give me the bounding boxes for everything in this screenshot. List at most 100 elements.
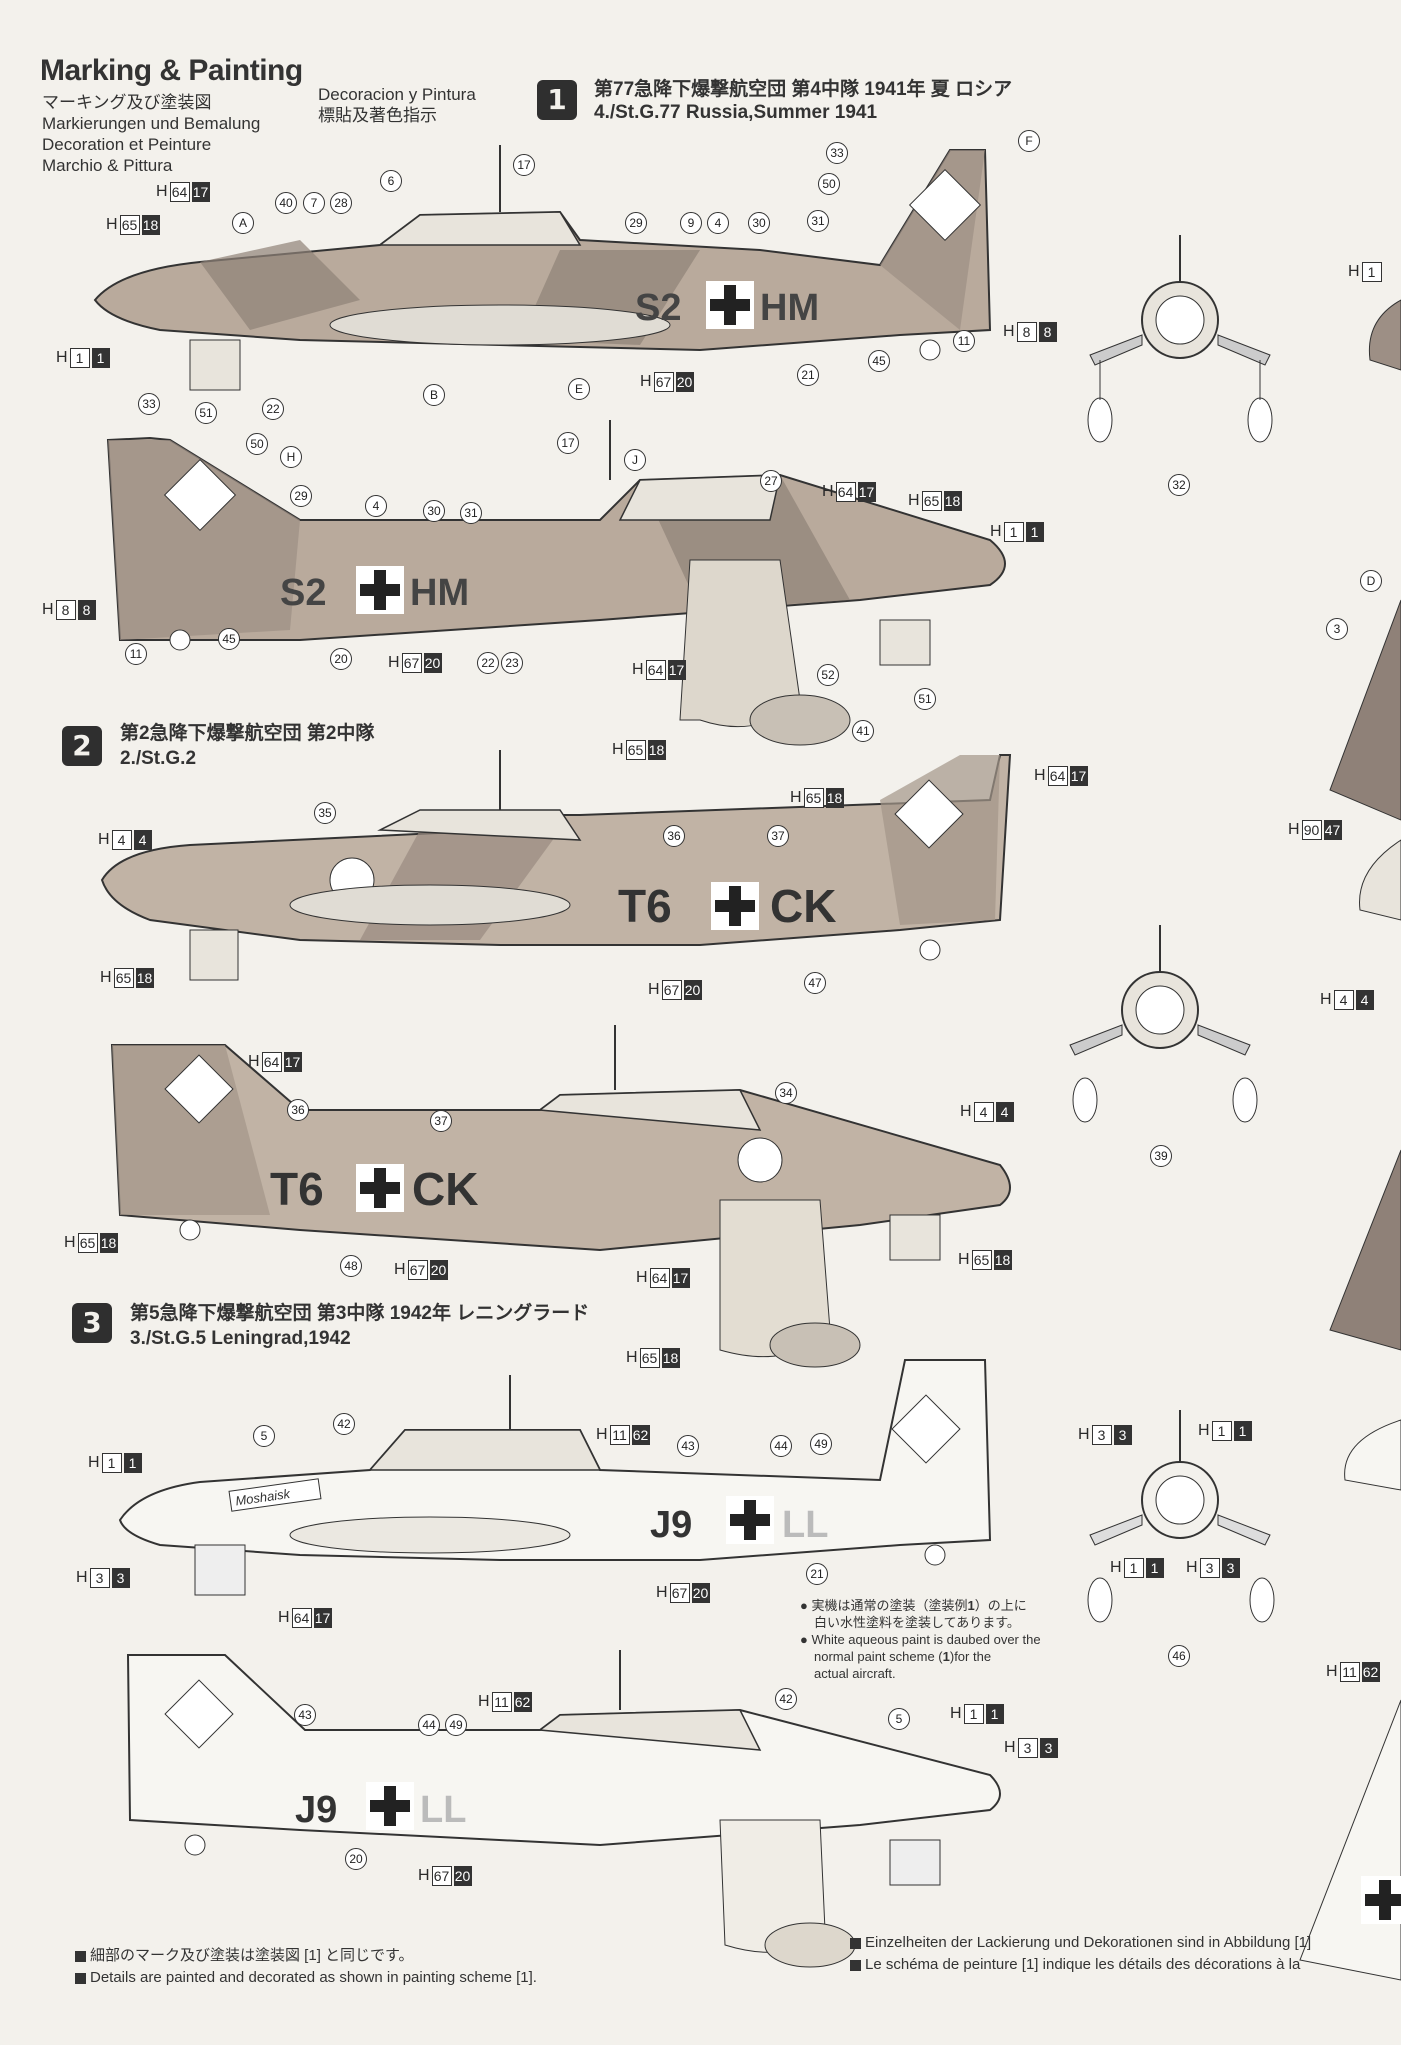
aircraft-1-left-view: S2 HM (93, 145, 992, 391)
aircraft-1b-code-right: HM (410, 572, 469, 614)
callout-37b: 37 (430, 1110, 452, 1132)
callout-5b: 5 (888, 1708, 910, 1730)
callout-39: 39 (1150, 1145, 1172, 1167)
aircraft-3-right-view: J9 LL (126, 1650, 1001, 1968)
callout-43: 43 (677, 1435, 699, 1457)
callout-4b: 4 (365, 495, 387, 517)
callout-49b: 49 (445, 1714, 467, 1736)
note-en-line2: normal paint scheme (1)for the (814, 1649, 992, 1664)
aircraft-2-front-view (1069, 925, 1258, 1123)
callout-42b: 42 (775, 1688, 797, 1710)
white-paint-note: ● 実機は通常の塗装（塗装例1）の上に 白い水性塗料を塗装してあります。 ● W… (800, 1597, 1080, 1682)
aircraft-1-right-view: S2 HM (106, 420, 1006, 746)
aircraft-3-code-right: LL (782, 1504, 828, 1546)
callout-36: 36 (663, 825, 685, 847)
aircraft-2-right-view: T6 CK (110, 1025, 1011, 1368)
footer-jp: 細部のマーク及び塗装は塗装図 [1] と同じです。 (75, 1945, 537, 1967)
scheme-3-title-en: 3./St.G.5 Leningrad,1942 (130, 1328, 351, 1349)
callout-22: 22 (262, 398, 284, 420)
aircraft-3-front-view (1087, 1410, 1275, 1623)
callout-17: 17 (513, 154, 535, 176)
callout-6: 6 (380, 170, 402, 192)
scheme-2-title-jp: 第2急降下爆撃航空団 第2中隊 (120, 723, 375, 744)
callout-33: 33 (826, 142, 848, 164)
scheme-3-badge: 3 (72, 1303, 112, 1343)
note-jp-line1: ● 実機は通常の塗装（塗装例1）の上に (800, 1598, 1027, 1613)
aircraft-3-code-left: J9 (650, 1504, 692, 1546)
callout-A: A (232, 212, 254, 234)
aircraft-2-code-right: CK (770, 880, 836, 932)
footer-de: Einzelheiten der Lackierung und Dekorati… (850, 1932, 1401, 1954)
footer-en: Details are painted and decorated as sho… (75, 1967, 537, 1989)
callout-D: D (1360, 570, 1382, 592)
callout-50: 50 (818, 173, 840, 195)
callout-J: J (624, 449, 646, 471)
callout-20: 20 (330, 648, 352, 670)
callout-50b: 50 (246, 433, 268, 455)
callout-29b: 29 (290, 485, 312, 507)
callout-48: 48 (340, 1255, 362, 1277)
callout-49: 49 (810, 1433, 832, 1455)
note-en-line3: actual aircraft. (814, 1666, 896, 1681)
callout-4: 4 (707, 212, 729, 234)
callout-36b: 36 (287, 1099, 309, 1121)
callout-23: 23 (501, 652, 523, 674)
callout-11: 11 (953, 330, 975, 352)
aircraft-3b-code-left: J9 (295, 1789, 337, 1831)
aircraft-2-code-left: T6 (618, 880, 672, 932)
aircraft-3b-code-right: LL (420, 1789, 466, 1831)
footer-left: 細部のマーク及び塗装は塗装図 [1] と同じです。 Details are pa… (75, 1945, 537, 1989)
callout-42: 42 (333, 1413, 355, 1435)
aircraft-1b-code-left: S2 (280, 572, 326, 614)
scheme-1-title-en: 4./St.G.77 Russia,Summer 1941 (594, 102, 878, 123)
scheme-2-title-en: 2./St.G.2 (120, 748, 197, 769)
scheme-3-title-jp: 第5急降下爆撃航空団 第3中隊 1942年 レニングラード (130, 1303, 590, 1324)
callout-9: 9 (680, 212, 702, 234)
aircraft-1-code-left: S2 (635, 287, 681, 329)
note-jp-line2: 白い水性塗料を塗装してあります。 (814, 1615, 1020, 1630)
callout-22b: 22 (477, 652, 499, 674)
callout-21: 21 (797, 364, 819, 386)
callout-B: B (423, 384, 445, 406)
callout-H: H (280, 446, 302, 468)
aircraft-2-left-view: T6 CK (100, 750, 1012, 981)
callout-3: 3 (1326, 618, 1348, 640)
callout-28: 28 (330, 192, 352, 214)
subtitle-block-right: Decoracion y Pintura 標貼及著色指示 (318, 84, 476, 126)
callout-46: 46 (1168, 1645, 1190, 1667)
callout-F: F (1018, 130, 1040, 152)
callout-E: E (568, 378, 590, 400)
